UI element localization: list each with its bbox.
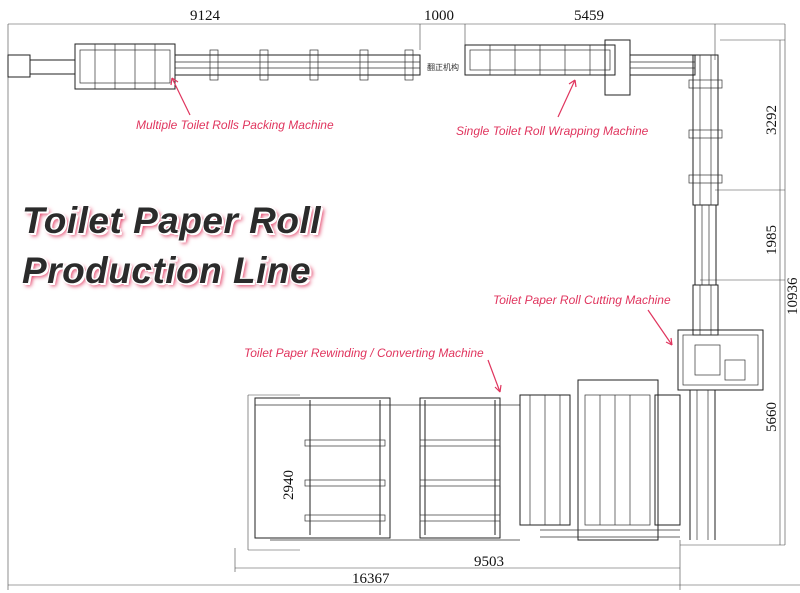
- rewinding-machine: [254, 379, 681, 541]
- page-title-line2: Production Line: [22, 250, 312, 291]
- machine-labels: Multiple Toilet Rolls Packing Machine Si…: [136, 77, 673, 393]
- label-packing: Multiple Toilet Rolls Packing Machine: [136, 118, 334, 132]
- dim-top-right: 5459: [574, 8, 604, 24]
- dim-bottom-total: 16367: [352, 571, 390, 587]
- cutting-machine: [677, 284, 764, 540]
- dim-bottom-inner: 9503: [474, 554, 504, 570]
- wrapping-machine: [464, 39, 696, 96]
- dim-top-left: 9124: [190, 8, 221, 24]
- cutting-arrow: [647, 309, 673, 346]
- wrapping-arrow: [557, 79, 576, 118]
- dim-right-lower: 5660: [764, 402, 780, 432]
- dim-right-upper: 3292: [764, 105, 780, 135]
- packing-arrow: [171, 77, 191, 116]
- vertical-conveyor: [688, 54, 723, 285]
- dim-right-middle: 1985: [764, 225, 780, 255]
- label-wrapping: Single Toilet Roll Wrapping Machine: [456, 124, 649, 138]
- dimension-lines: [7, 23, 800, 590]
- flip-device-note: 翻正机构: [427, 62, 459, 72]
- page-title-line1: Toilet Paper Roll: [22, 200, 322, 241]
- dim-right-total: 10936: [785, 277, 800, 315]
- dim-top-gap: 1000: [424, 8, 454, 24]
- packing-machine: [7, 43, 421, 90]
- rewinding-arrow: [487, 359, 501, 393]
- label-cutting: Toilet Paper Roll Cutting Machine: [493, 293, 671, 307]
- dim-left-height: 2940: [281, 470, 297, 500]
- label-rewinding: Toilet Paper Rewinding / Converting Mach…: [244, 346, 484, 360]
